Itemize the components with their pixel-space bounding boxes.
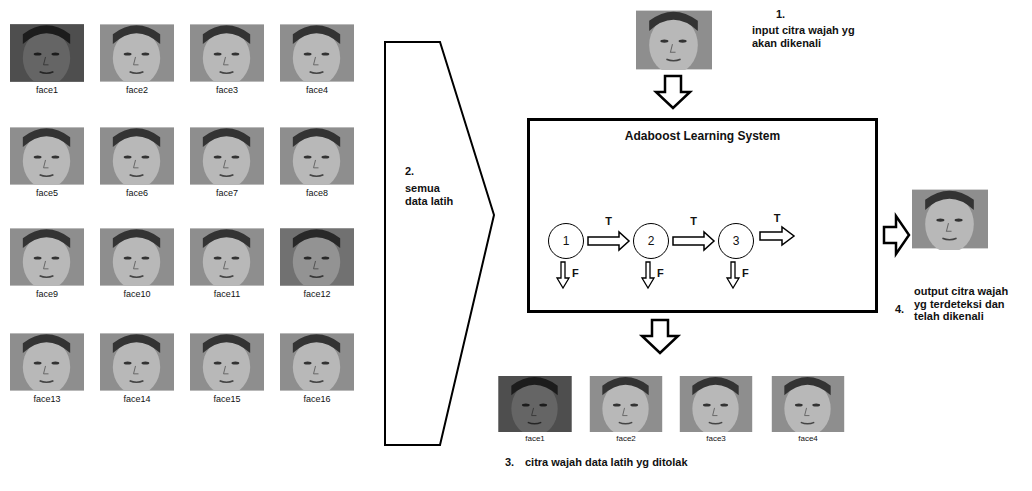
edge-label: T: [602, 215, 616, 227]
down-arrow: [642, 320, 678, 353]
stage-circle: 1: [548, 223, 584, 259]
face-caption: face9: [7, 289, 87, 299]
flow-arrow: [588, 232, 629, 250]
step-text: semua data latih: [405, 182, 457, 207]
f-arrow: [642, 262, 654, 288]
face-caption: face6: [97, 188, 177, 198]
face-caption: face13: [7, 394, 87, 404]
face-caption: face12: [277, 289, 357, 299]
stage-circle: 3: [718, 223, 754, 259]
face-caption: face2: [97, 85, 177, 95]
branch-label: F: [742, 267, 754, 280]
face-caption: face16: [277, 394, 357, 404]
flow-arrow: [673, 232, 714, 250]
f-arrow: [727, 262, 739, 288]
stage-circle: 2: [633, 223, 669, 259]
learning-system-box: Adaboost Learning System 1 2 3: [527, 118, 878, 313]
step-text: input citra wajah yg akan dikenali: [752, 24, 860, 49]
face-caption: face8: [277, 188, 357, 198]
face-caption: face14: [97, 394, 177, 404]
branch-label: F: [657, 267, 669, 280]
step-number: 3.: [505, 456, 523, 469]
face-caption: face15: [187, 394, 267, 404]
big-arrow: [385, 42, 494, 445]
step-number: 4.: [895, 303, 911, 316]
face-caption: face5: [7, 188, 87, 198]
face-grid: [10, 24, 354, 395]
stage-number: 2: [648, 234, 655, 248]
face-caption: face1: [7, 85, 87, 95]
face-caption: face11: [187, 289, 267, 299]
step-number: 1.: [776, 8, 796, 21]
face-caption: face10: [97, 289, 177, 299]
branch-label: T: [770, 212, 784, 225]
edge-label: T: [687, 215, 701, 227]
face-caption: face4: [768, 434, 848, 443]
face-caption: face3: [187, 85, 267, 95]
step-text: output citra wajah yg terdeteksi dan tel…: [914, 285, 1014, 323]
down-arrow: [656, 76, 690, 108]
step-number: 2.: [405, 165, 435, 178]
f-arrow: [557, 262, 569, 288]
face-caption: face7: [187, 188, 267, 198]
right-arrow: [884, 216, 909, 254]
step-text: citra wajah data latih yg ditolak: [525, 456, 845, 469]
face-caption: face1: [495, 434, 575, 443]
stage-number: 3: [733, 234, 740, 248]
stage-number: 1: [563, 234, 570, 248]
face-caption: face3: [676, 434, 756, 443]
branch-label: F: [572, 267, 584, 280]
face-caption: face4: [277, 85, 357, 95]
t-arrow: [760, 227, 794, 245]
face-caption: face2: [586, 434, 666, 443]
rejected-faces: [498, 376, 844, 436]
box-title: Adaboost Learning System: [530, 129, 875, 143]
